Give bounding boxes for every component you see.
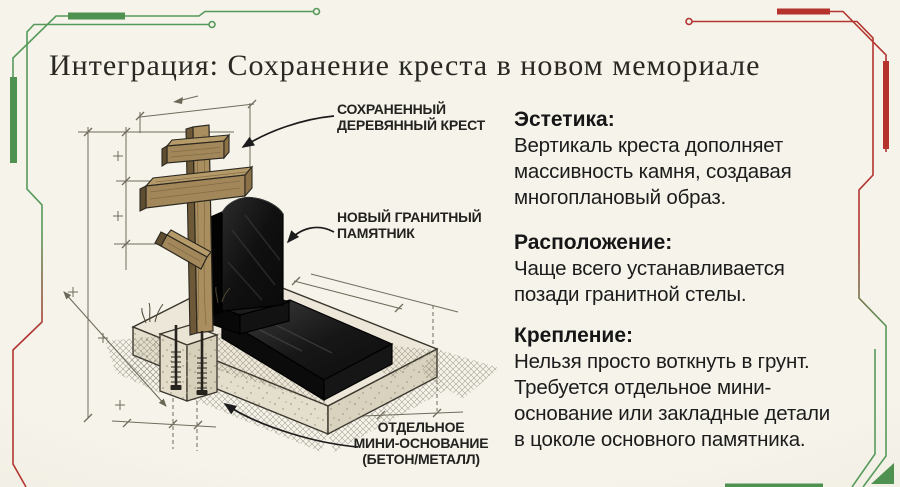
circuit-decoration-top-right	[685, 8, 889, 487]
diagram-label-monument: НОВЫЙ ГРАНИТНЫЙ ПАМЯТНИК	[337, 209, 482, 241]
section-heading: Эстетика:	[514, 108, 615, 131]
mini-foundation	[158, 324, 219, 402]
plus-marks	[68, 151, 125, 410]
section-heading: Расположение:	[514, 231, 673, 254]
circuit-decoration-bottom-right	[725, 349, 894, 487]
section-body: Чаще всего устанавливается позади гранит…	[514, 257, 785, 306]
wooden-cross	[139, 124, 254, 336]
leader-arrow-cross	[241, 115, 335, 148]
anchor-bolts	[170, 325, 208, 395]
cross-main-bar	[139, 165, 254, 212]
grass-tufts	[141, 286, 231, 324]
cross-slanted-bar	[154, 229, 212, 270]
section-body: Вертикаль креста дополняет массивность к…	[514, 134, 792, 209]
diagram-label-cross: СОХРАНЕННЫЙ ДЕРЕВЯННЫЙ КРЕСТ	[337, 101, 486, 133]
section-body: Нельзя просто воткнуть в грунт. Требуетс…	[514, 350, 830, 451]
section-mounting: Крепление: Нельзя просто воткнуть в грун…	[514, 322, 864, 453]
circuit-decoration-top-left	[10, 7, 321, 487]
label-leader-arrows	[223, 115, 359, 448]
section-aesthetics: Эстетика: Вертикаль креста дополняет мас…	[514, 106, 864, 211]
leader-arrow-foundation	[223, 403, 359, 448]
diagram-label-foundation: ОТДЕЛЬНОЕ МИНИ-ОСНОВАНИЕ (БЕТОН/МЕТАЛЛ)	[353, 419, 489, 467]
section-placement: Расположение: Чаще всего устанавливается…	[514, 229, 864, 308]
page-title: Интеграция: Сохранение креста в новом ме…	[49, 49, 761, 82]
cross-top-bar	[161, 133, 231, 167]
leader-arrow-monument	[286, 226, 335, 244]
section-heading: Крепление:	[514, 324, 634, 347]
